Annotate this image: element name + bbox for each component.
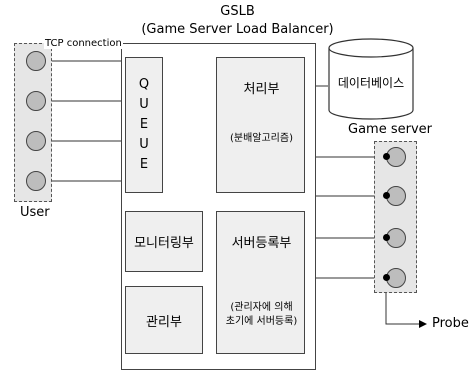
- database-cylinder: 데이터베이스: [328, 38, 414, 122]
- user-node: [26, 131, 46, 151]
- server-registration-box: 서버등록부 (관리자에 의해 초기에 서버등록): [216, 211, 305, 354]
- monitoring-label: 모니터링부: [134, 236, 194, 251]
- probe-label: Probe: [432, 316, 469, 331]
- user-label: User: [20, 205, 50, 220]
- user-node: [26, 91, 46, 111]
- management-label: 관리부: [146, 314, 182, 330]
- processing-note: (분배알고리즘): [229, 133, 293, 144]
- monitoring-box: 모니터링부: [125, 211, 203, 272]
- processing-box: 처리부 (분배알고리즘): [216, 57, 305, 193]
- connection-dot: [383, 153, 390, 160]
- tcp-connection-label: TCP connection: [44, 38, 123, 49]
- queue-box: Q U E U E: [125, 57, 163, 193]
- management-box: 관리부: [125, 286, 203, 354]
- processing-title: 처리부: [243, 82, 280, 97]
- gslb-subtitle: (Game Server Load Balancer): [141, 22, 334, 37]
- queue-letter: E: [139, 157, 149, 172]
- server-registration-note: (관리자에 의해: [230, 302, 293, 313]
- probe-arrow: [385, 278, 427, 328]
- connection-dot: [383, 234, 390, 241]
- connection-dot: [383, 192, 390, 199]
- queue-letter: Q: [138, 77, 150, 92]
- server-registration-title: 서버등록부: [231, 236, 292, 251]
- database-label: 데이터베이스: [337, 76, 405, 90]
- connection-dot: [383, 274, 390, 281]
- server-registration-note: 초기에 서버등록): [225, 316, 298, 327]
- user-node: [26, 51, 46, 71]
- gslb-title: GSLB: [220, 4, 255, 19]
- queue-letter: E: [139, 117, 149, 132]
- queue-letter: U: [139, 137, 149, 152]
- database-icon: [328, 38, 414, 120]
- queue-letter: U: [139, 97, 149, 112]
- game-server-label: Game server: [348, 122, 432, 137]
- user-node: [26, 171, 46, 191]
